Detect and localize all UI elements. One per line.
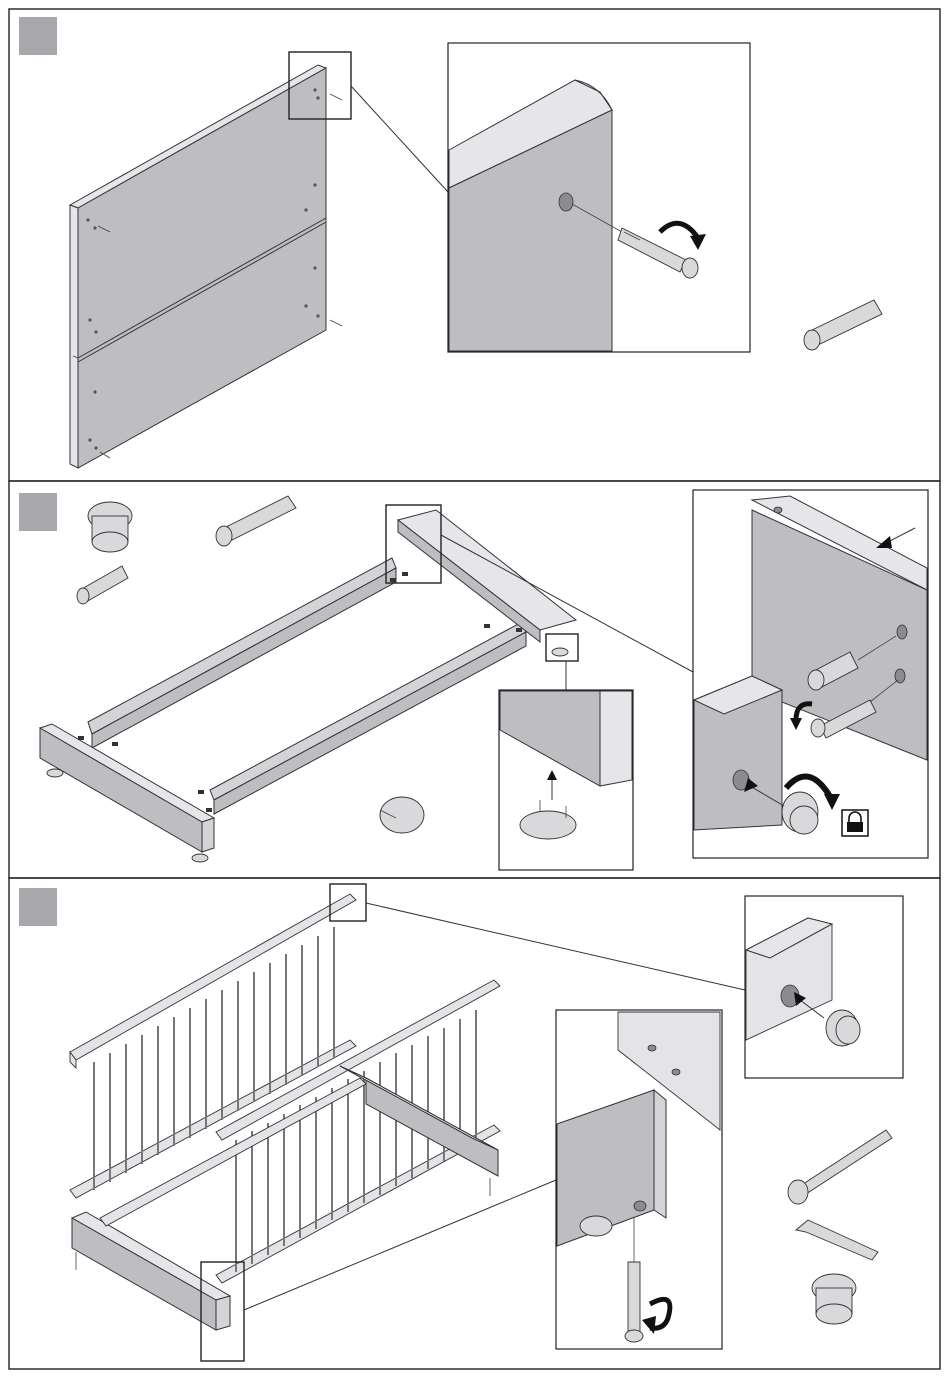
cam-lock-nut-icon [812,1274,856,1324]
step-1-marker [19,17,57,55]
wooden-dowel-icon [77,566,128,604]
cam-bolt-icon [804,300,882,350]
cam-lock-nut-icon [88,502,132,552]
step-3-marker [19,888,57,926]
step-3-panel [9,878,940,1369]
step-2-zoom-joint [693,490,928,858]
step-3-zoom-rail [745,896,903,1078]
step-3-zoom-bolt [556,1010,722,1349]
step-2-callout-box-b [546,634,578,661]
allen-key-icon [796,1220,878,1260]
cam-bolt-hole [559,193,573,211]
step-1-zoom-detail [448,43,750,352]
cam-bolt-icon [216,496,296,546]
step-2-marker [19,493,57,531]
bed-frame-rails [40,510,576,852]
crib-side-back [70,894,356,1198]
step-1-panel [9,9,940,481]
step-2-panel [9,481,940,878]
headboard-panel [70,65,342,468]
step-2-zoom-glide [499,690,633,870]
lock-icon [842,810,868,836]
step-1-callout-leader [351,86,448,192]
floor-glide-icon [380,797,424,833]
allen-bolt-icon [788,1130,892,1204]
step-3-callout-leader-a [366,903,745,990]
